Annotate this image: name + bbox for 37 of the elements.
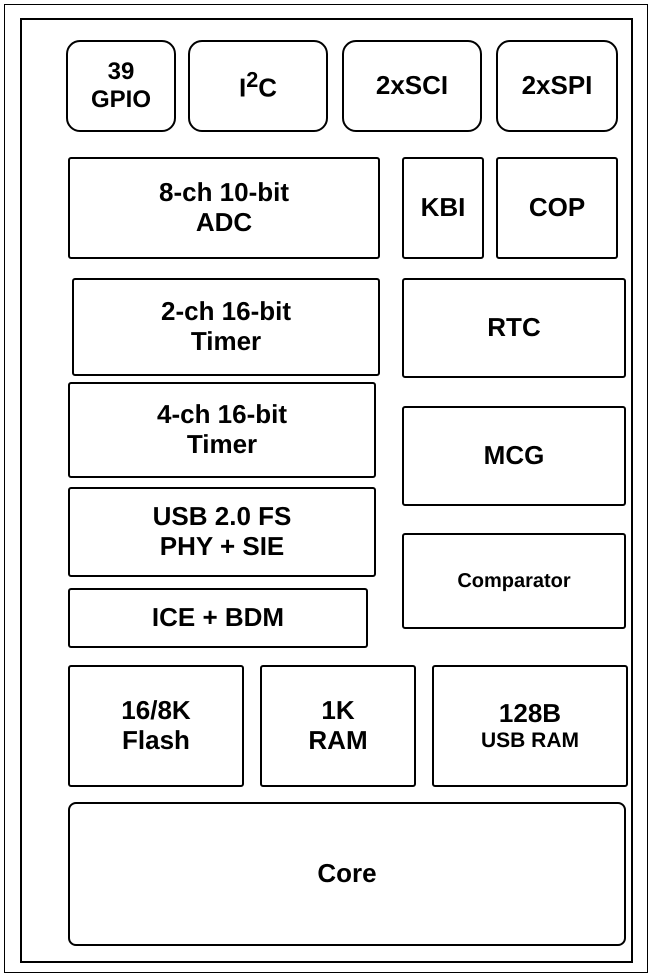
module-label: 2xSCI (376, 71, 448, 101)
module-label: ICE + BDM (152, 603, 284, 633)
module-label: 2-ch 16-bit Timer (160, 297, 292, 357)
module-box (496, 157, 618, 259)
module-box (432, 665, 628, 787)
module-box (68, 802, 626, 946)
module-label: USB 2.0 FS PHY + SIE (152, 502, 292, 562)
module-box (68, 487, 376, 577)
module-label: 2xSPI (522, 71, 592, 101)
module-box (68, 665, 244, 787)
module-label: 128B (498, 698, 562, 729)
module-label: I$^{2}$C (238, 68, 278, 104)
module-box (402, 533, 626, 629)
module-label: COP (528, 193, 586, 223)
module-box (188, 40, 328, 132)
module-label: RTC (487, 313, 541, 343)
module-box (260, 665, 416, 787)
module-label: 16/8K Flash (120, 696, 192, 756)
module-box (402, 157, 484, 259)
module-box (402, 278, 626, 378)
module-label: 8-ch 10-bit ADC (158, 178, 290, 238)
module-box (496, 40, 618, 132)
module-box (72, 278, 380, 376)
module-label: 4-ch 16-bit Timer (156, 400, 288, 460)
module-label: USB RAM (481, 728, 579, 754)
module-box (66, 40, 176, 132)
module-label: 39 GPIO (90, 58, 152, 114)
module-box (68, 588, 368, 648)
module-label: Core (317, 859, 377, 889)
module-box (68, 382, 376, 478)
module-label: KBI (420, 193, 466, 223)
module-label: MCG (484, 441, 544, 471)
module-box (68, 157, 380, 259)
module-box (402, 406, 626, 506)
module-label: 1K RAM (307, 696, 369, 756)
module-box (342, 40, 482, 132)
module-label: Comparator (457, 570, 571, 592)
